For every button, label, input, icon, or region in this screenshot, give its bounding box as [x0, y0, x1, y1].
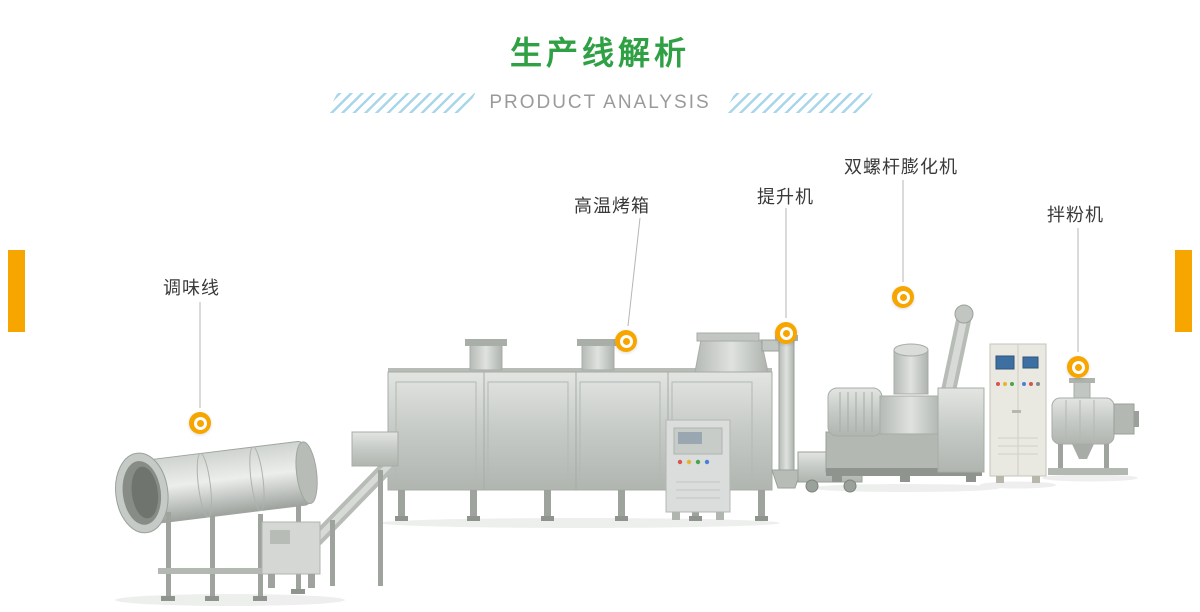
- accent-bar-right: [1175, 250, 1192, 332]
- marker-twin-screw-extruder: [892, 286, 914, 308]
- oven-control-cabinet: [665, 419, 731, 520]
- seasoning-drum-machine: [115, 431, 399, 601]
- marker-oven: [615, 330, 637, 352]
- hatch-stripes-left: [327, 93, 475, 113]
- leader-lines: [199, 180, 1079, 408]
- twin-screw-extruder-machine: [825, 304, 985, 482]
- powder-mixer-machine: [1048, 378, 1139, 475]
- label-seasoning-line: 调味线: [163, 278, 220, 298]
- marker-elevator: [775, 322, 797, 344]
- main-control-cabinet: [989, 343, 1047, 483]
- page-subtitle: PRODUCT ANALYSIS: [489, 92, 711, 113]
- page-title: 生产线解析: [509, 35, 690, 71]
- subtitle-row: PRODUCT ANALYSIS: [0, 92, 1200, 114]
- label-powder-mixer: 拌粉机: [1047, 205, 1104, 225]
- label-elevator: 提升机: [757, 187, 814, 207]
- accent-bar-left: [8, 250, 25, 332]
- marker-seasoning-line: [189, 412, 211, 434]
- hatch-stripes-right: [725, 93, 873, 113]
- label-oven: 高温烤箱: [574, 196, 650, 216]
- feeder-conveyor: [310, 431, 399, 586]
- marker-powder-mixer: [1067, 356, 1089, 378]
- label-twin-screw-extruder: 双螺杆膨化机: [844, 157, 958, 177]
- seasoning-pump-box: [261, 521, 321, 588]
